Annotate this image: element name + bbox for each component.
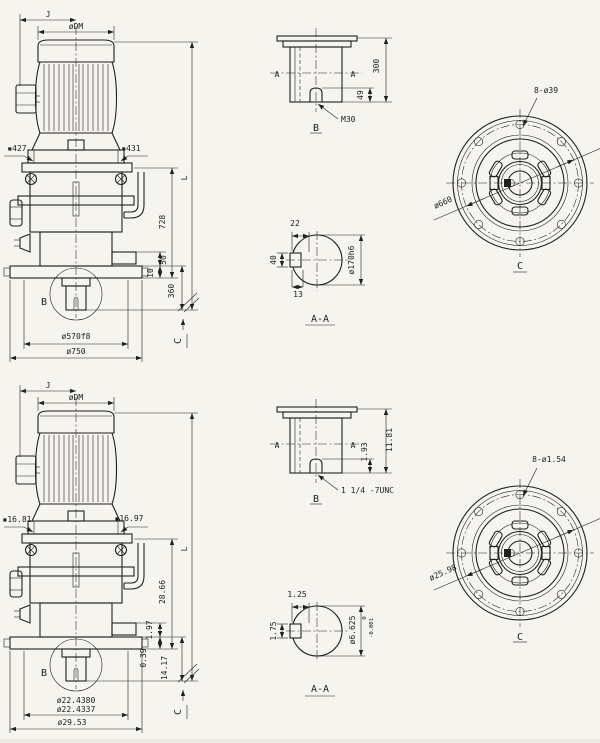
dim-bolt-holes: 8-ø39 xyxy=(534,86,558,95)
detail-callout-b: B xyxy=(41,668,47,679)
detail-label-b: B xyxy=(313,494,319,505)
dim-spigot-dia-lower: ø22.4337 xyxy=(57,705,96,714)
section-mark-a-left: A xyxy=(275,441,280,450)
section-label-aa: A-A xyxy=(311,314,329,325)
dim-spigot-dia: ø570f8 xyxy=(62,332,91,341)
dim-key-height: 1.75 xyxy=(269,621,278,640)
section-mark-a-right: A xyxy=(351,441,356,450)
view-callout-c: C xyxy=(173,709,184,715)
upper-drawing-set: J øDM ▪427 ▪431 L 728 50 10 360 ø570f8 ø… xyxy=(4,10,600,362)
dim-shaft-dia: ø170h6 xyxy=(347,245,356,274)
dim-j: J xyxy=(46,381,51,390)
dim-key-width: 1.25 xyxy=(287,590,306,599)
flange-line-art-bottom xyxy=(434,468,600,642)
dim-housing-height: 28.66 xyxy=(158,580,167,604)
dim-tolerance-upper: 0 xyxy=(362,616,368,619)
assembly-line-art-bottom xyxy=(4,385,199,733)
dim-overall-height: L xyxy=(180,546,189,551)
dim-bolt-circle: ø25.98 xyxy=(428,563,458,583)
dim-detail-length: 300 xyxy=(372,59,381,74)
lower-drawing-set: J øDM ▪16.81 ▪16.97 L 28.66 1.97 0.39 14… xyxy=(3,381,600,733)
dim-base-dia: ø29.53 xyxy=(58,718,87,727)
dim-key-offset: 13 xyxy=(293,290,303,299)
dim-key-width: 22 xyxy=(290,219,300,228)
shaft-section-line-art-top xyxy=(277,231,365,325)
view-callout-c: C xyxy=(173,338,184,344)
dim-key-height: 40 xyxy=(269,255,278,265)
dim-plate-thickness: 10 xyxy=(146,268,155,278)
dim-tap-depth: 1.93 xyxy=(360,442,369,461)
dim-spigot-dia-upper: ø22.4380 xyxy=(57,696,96,705)
dim-bolt-circle: ø660 xyxy=(432,195,453,211)
dim-step-height: 50 xyxy=(159,255,168,265)
dim-shaft-dia: ø6.625 xyxy=(348,615,357,644)
view-label-c: C xyxy=(517,632,523,643)
dim-tap-depth: 49 xyxy=(356,90,365,100)
key-offset-dim-top: 13 xyxy=(291,270,304,299)
dim-bolt-holes: 8-ø1.54 xyxy=(532,455,566,464)
dim-overall-height: L xyxy=(180,175,189,180)
dim-width-right: ▪16.97 xyxy=(115,514,144,523)
dim-shaft-extension: 360 xyxy=(167,284,176,299)
section-mark-a-left: A xyxy=(275,70,280,79)
dim-detail-length: 11.81 xyxy=(385,428,394,452)
dim-step-height: 1.97 xyxy=(145,620,154,639)
section-mark-a-right: A xyxy=(351,70,356,79)
detail-callout-b: B xyxy=(41,297,47,308)
dim-tolerance-lower: -0.001 xyxy=(369,618,375,638)
dim-width-right: ▪431 xyxy=(121,144,140,153)
flange-line-art-top xyxy=(434,98,600,272)
shaft-detail-line-art-top xyxy=(270,28,392,133)
dim-dm: øDM xyxy=(69,393,84,402)
view-label-c: C xyxy=(517,261,523,272)
assembly-line-art-top xyxy=(4,14,199,362)
dim-j: J xyxy=(46,10,51,19)
dim-plate-thickness: 0.39 xyxy=(139,648,148,667)
section-label-aa: A-A xyxy=(311,684,329,695)
dim-dm: øDM xyxy=(69,22,84,31)
dim-housing-height: 728 xyxy=(158,215,167,230)
dim-width-left: ▪427 xyxy=(7,144,26,153)
dim-width-left: ▪16.81 xyxy=(3,515,32,524)
detail-label-b: B xyxy=(313,123,319,134)
thread-callout: 1 1/4 -7UNC xyxy=(341,486,394,495)
thread-callout: M30 xyxy=(341,115,356,124)
dim-base-dia: ø750 xyxy=(66,347,85,356)
dim-shaft-extension: 14.17 xyxy=(160,656,169,680)
